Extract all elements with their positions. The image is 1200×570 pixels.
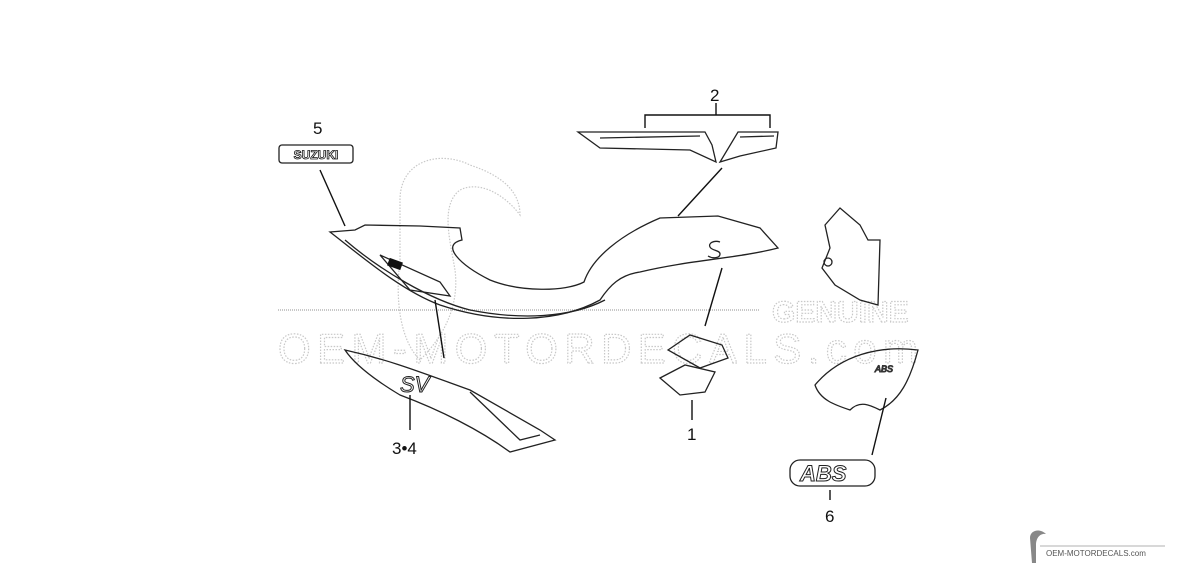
tail-side-panel [379,254,452,297]
part-1-s-emblem: 1 [658,267,729,444]
footer-site: OEM-MOTORDECALS.com [1046,549,1146,558]
part-cover-piece [821,207,881,306]
watermark: GENUINE OEM-MOTORDECALS.com [277,157,919,373]
callout-1: 1 [687,425,696,444]
motorcycle-body-outline [328,167,780,320]
s-emblem-lower-piece [658,364,716,396]
watermark-site: OEM-MOTORDECALS.com [278,325,918,372]
leader-line-1-upper [704,267,723,327]
watermark-genuine: GENUINE [772,296,909,329]
footer-logo: OEM-MOTORDECALS.com [1030,530,1165,563]
tank-stripe-left [576,131,717,164]
leader-line-2 [644,103,771,128]
leader-line-5 [319,169,346,227]
abs-emblem-outline [789,459,876,487]
callout-2: 2 [710,86,719,105]
suzuki-emblem-text: SUZUKI [294,148,339,162]
tank-stripe-left-inner-line [599,135,701,139]
tank-stripe-right [718,131,779,164]
fender-abs-text: ABS [874,364,893,374]
leader-line-2-to-tank [677,167,723,217]
part-2-tank-stripes: 2 [576,86,779,164]
suzuki-emblem-outline [278,144,354,164]
part-6-abs-emblem: ABS ABS 6 [789,348,919,526]
abs-emblem-text: ABS [799,461,847,486]
tank-s-logo-icon [707,240,721,259]
watermark-bird-logo [397,157,521,361]
cover-piece-outline [821,207,881,306]
footer-bird-icon [1030,530,1046,563]
sv-logo-text: SV [400,372,432,397]
leader-line-6-upper [871,397,887,456]
tank-stripe-right-inner-line [739,135,775,138]
callout-3-4: 3•4 [392,439,417,458]
body-outline [328,215,780,320]
tail-side-mark [387,257,403,271]
cover-piece-hole [823,257,833,267]
s-emblem-upper-piece [666,334,729,369]
side-decal-outline [343,349,557,453]
fender-outline [814,348,919,411]
side-decal-inner-line [469,391,541,441]
callout-5: 5 [313,119,322,138]
part-3-4-side-decal: SV 3•4 [343,299,557,458]
leader-line-3-4-upper [434,299,445,359]
callout-6: 6 [825,507,834,526]
part-5-suzuki-emblem: SUZUKI 5 [278,119,354,227]
body-lower-edge [344,239,606,317]
